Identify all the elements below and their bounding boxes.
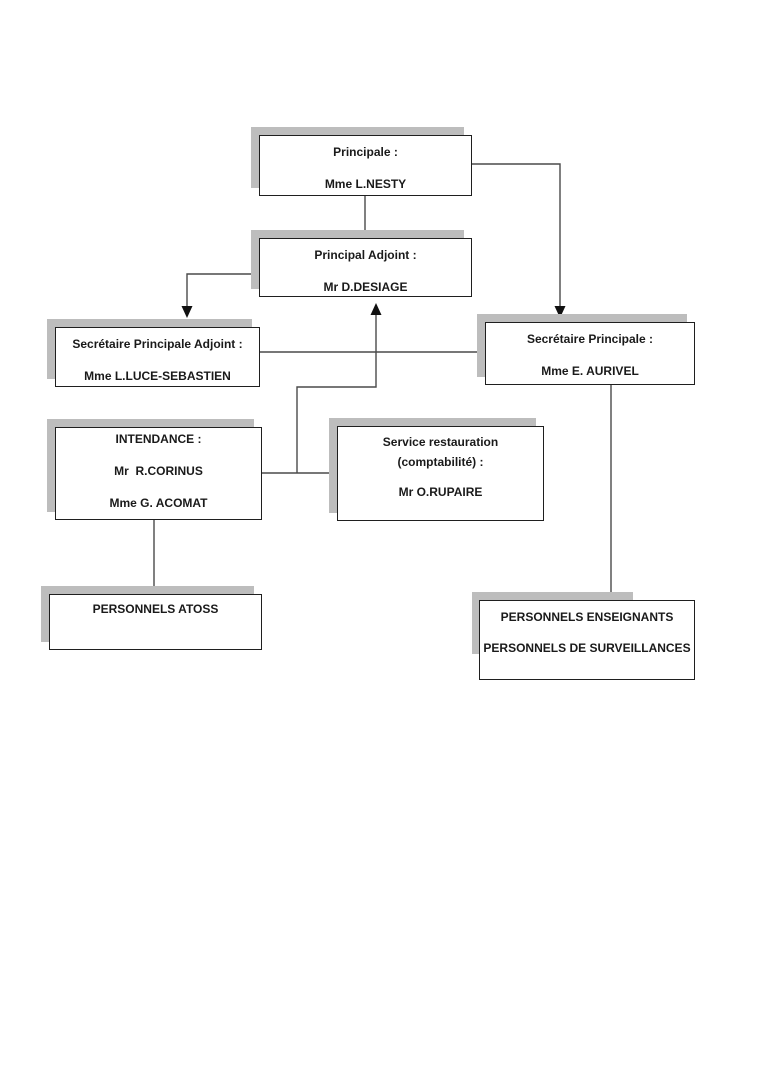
org-node-service-restauration: Service restauration (comptabilité) : Mr… xyxy=(329,418,544,521)
connector-principale-secretaire-principale xyxy=(472,163,561,307)
node-person: Mme L.LUCE-SEBASTIEN xyxy=(84,369,231,383)
node-person: Mme L.NESTY xyxy=(324,177,407,191)
org-node-box: PERSONNELS ENSEIGNANTS PERSONNELS DE SUR… xyxy=(479,600,695,680)
node-title: Service restauration xyxy=(382,435,499,449)
org-node-personnels-enseignants: PERSONNELS ENSEIGNANTS PERSONNELS DE SUR… xyxy=(472,592,695,680)
org-node-box: PERSONNELS ATOSS xyxy=(49,594,262,650)
arrowhead-down-secretaire-adjoint xyxy=(181,306,193,318)
org-node-box: Secrétaire Principale : Mme E. AURIVEL xyxy=(485,322,695,385)
org-node-box: Secrétaire Principale Adjoint : Mme L.LU… xyxy=(55,327,260,387)
org-node-personnels-atoss: PERSONNELS ATOSS xyxy=(41,586,262,650)
node-person: Mme E. AURIVEL xyxy=(541,364,639,378)
connector-principal-adjoint-secretaire-adjoint xyxy=(186,273,259,307)
node-subtitle: (comptabilité) : xyxy=(397,455,484,469)
arrowhead-up-principal-adjoint xyxy=(370,303,382,315)
node-person: Mr R.CORINUS xyxy=(114,464,203,478)
org-node-secretaire-principale: Secrétaire Principale : Mme E. AURIVEL xyxy=(477,314,695,385)
node-person: Mme G. ACOMAT xyxy=(109,496,208,510)
node-title: PERSONNELS DE SURVEILLANCES xyxy=(483,641,691,655)
node-title: Principal Adjoint : xyxy=(314,248,417,262)
node-title: PERSONNELS ENSEIGNANTS xyxy=(500,610,674,624)
org-node-box: INTENDANCE : Mr R.CORINUS Mme G. ACOMAT xyxy=(55,427,262,520)
org-node-box: Principal Adjoint : Mr D.DESIAGE xyxy=(259,238,472,297)
org-node-principal-adjoint: Principal Adjoint : Mr D.DESIAGE xyxy=(251,230,472,297)
node-person: Mr O.RUPAIRE xyxy=(398,485,483,499)
node-title: PERSONNELS ATOSS xyxy=(92,602,219,616)
org-node-box: Service restauration (comptabilité) : Mr… xyxy=(337,426,544,521)
org-node-principale: Principale : Mme L.NESTY xyxy=(251,127,472,196)
node-title: Principale : xyxy=(333,145,398,159)
node-title: Secrétaire Principale Adjoint : xyxy=(72,337,243,351)
node-title: Secrétaire Principale : xyxy=(526,332,654,346)
node-title: INTENDANCE : xyxy=(115,432,202,446)
org-node-intendance: INTENDANCE : Mr R.CORINUS Mme G. ACOMAT xyxy=(47,419,262,520)
org-node-secretaire-principale-adjoint: Secrétaire Principale Adjoint : Mme L.LU… xyxy=(47,319,260,387)
org-node-box: Principale : Mme L.NESTY xyxy=(259,135,472,196)
node-person: Mr D.DESIAGE xyxy=(323,280,408,294)
